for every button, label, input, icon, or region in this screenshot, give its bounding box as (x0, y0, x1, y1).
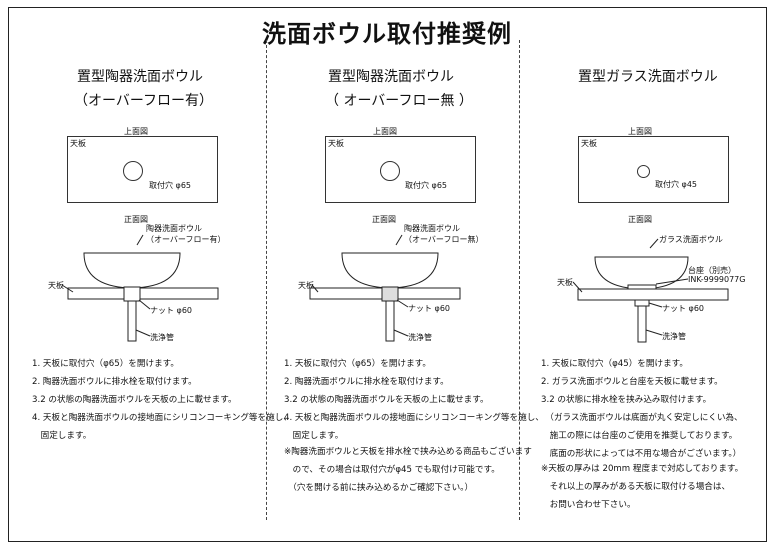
step-line: 3.2 の状態の陶器洗面ボウルを天板の上に載せます。 (32, 395, 237, 405)
col2-notes: ※陶器洗面ボウルと天板を排水栓で挟み込める商品もございます ので、その場合は取付… (284, 443, 532, 497)
col3-counter-leader (572, 281, 583, 293)
col3-counter-section (577, 288, 729, 301)
step-line: 2. 陶器洗面ボウルに排水栓を取付けます。 (32, 377, 197, 387)
col2-bowl-label-1: 陶器洗面ボウル (404, 224, 460, 233)
col2-heading: 置型陶器洗面ボウル (328, 69, 454, 85)
col3-base-stand (627, 284, 657, 290)
col1-drain-label: 洗浄管 (150, 333, 174, 342)
step-line: 底面の形状によっては不用な場合がございます。） (541, 449, 742, 459)
col3-steps: 1. 天板に取付穴（φ45）を開けます。 2. ガラス洗面ボウルと台座を天板に載… (541, 355, 743, 463)
col2-front-view-label: 正面図 (372, 215, 396, 224)
col3-hole-label: 取付穴 φ45 (655, 180, 697, 189)
col3-front-view-label: 正面図 (628, 215, 652, 224)
col2-drain-pipe (385, 300, 395, 342)
col3-glass-bowl (594, 256, 689, 290)
col3-bowl-label: ガラス洗面ボウル (659, 235, 723, 244)
outer-frame (8, 7, 767, 542)
col2-bowl-leader (395, 234, 403, 246)
col3-drain-label: 洗浄管 (662, 332, 686, 341)
col2-nut-leader (396, 299, 409, 308)
step-line: （ガラス洗面ボウルは底面が丸く安定しにくい為、 (541, 413, 743, 423)
col1-mounting-hole (123, 161, 143, 181)
step-line: 施工の際には台座のご使用を推奨しております。 (541, 431, 738, 441)
col3-counter-top-view (578, 136, 729, 203)
col3-mounting-hole (637, 165, 650, 178)
step-line: 1. 天板に取付穴（φ65）を開けます。 (284, 359, 431, 369)
col1-drain-pipe (127, 300, 137, 342)
col2-bowl-label-2: （オーバーフロー無） (404, 235, 484, 244)
col1-subheading: （オーバーフロー有） (74, 93, 214, 109)
col1-front-view (61, 234, 219, 342)
col3-heading: 置型ガラス洗面ボウル (578, 69, 718, 85)
step-line: 4. 天板と陶器洗面ボウルの接地面にシリコンコーキング等を施し、 (32, 413, 292, 423)
col3-base-label-2: INK-9999077G (688, 275, 746, 284)
step-line: 1. 天板に取付穴（φ65）を開けます。 (32, 359, 179, 369)
col1-bowl-leader (136, 234, 144, 246)
col2-hole-label: 取付穴 φ65 (405, 181, 447, 190)
col1-heading: 置型陶器洗面ボウル (77, 69, 203, 85)
column-divider-1 (266, 40, 267, 520)
col3-notes: ※天板の厚みは 20mm 程度まで対応しております。 それ以上の厚みがある天板に… (541, 460, 743, 514)
col1-nut-leader (138, 299, 151, 310)
col2-drain-leader (393, 329, 409, 337)
col3-base-label-1: 台座（別売） (688, 266, 736, 275)
col2-bowl (341, 252, 439, 289)
col1-top-view-label: 上面図 (124, 127, 148, 136)
col2-front-view (309, 234, 461, 342)
col2-top-view-label: 上面図 (373, 127, 397, 136)
col3-drain-leader (645, 329, 663, 336)
col3-counter-label: 天板 (581, 139, 597, 148)
col1-counter-leader (61, 284, 74, 293)
step-line: 固定します。 (32, 431, 92, 441)
col3-base-leader (655, 278, 689, 285)
col1-steps: 1. 天板に取付穴（φ65）を開けます。 2. 陶器洗面ボウルに排水栓を取付けま… (32, 355, 292, 445)
col1-counter-section (67, 287, 219, 300)
note-line: ので、その場合は取付穴がφ45 でも取付け可能です。 (284, 465, 500, 475)
col2-counter-leader (311, 284, 319, 293)
col3-nut (634, 299, 650, 307)
col2-counter-top-view (325, 136, 476, 203)
step-line: 2. 陶器洗面ボウルに排水栓を取付けます。 (284, 377, 449, 387)
col2-counter-label: 天板 (328, 139, 344, 148)
col1-bowl-label-1: 陶器洗面ボウル (146, 224, 202, 233)
col2-drain-plug (381, 286, 399, 302)
col1-hole-label: 取付穴 φ65 (149, 181, 191, 190)
step-line: 3.2 の状態に排水栓を挟み込み取付けます。 (541, 395, 712, 405)
col1-nut-label: ナット φ60 (150, 306, 192, 315)
col2-subheading: （ オーバーフロー無 ） (325, 93, 473, 109)
page-title: 洗面ボウル取付推奨例 (262, 20, 512, 48)
col3-nut-leader (648, 302, 663, 308)
col3-top-view-label: 上面図 (628, 127, 652, 136)
col1-side-counter-label: 天板 (48, 281, 64, 290)
col3-bowl-leader (649, 238, 659, 249)
col1-counter-label: 天板 (70, 139, 86, 148)
col1-bowl-label-2: （オーバーフロー有） (146, 235, 226, 244)
note-line: それ以上の厚みがある天板に取付ける場合は、 (541, 482, 731, 492)
note-line: （穴を開ける前に挟み込めるかご確認下さい。） (284, 483, 474, 493)
col1-drain-leader (135, 329, 151, 337)
col2-nut-label: ナット φ60 (408, 304, 450, 313)
col3-drain-pipe (637, 305, 647, 343)
col1-drain-plug (123, 286, 141, 302)
step-line: 2. ガラス洗面ボウルと台座を天板に載せます。 (541, 377, 723, 387)
col2-steps: 1. 天板に取付穴（φ65）を開けます。 2. 陶器洗面ボウルに排水栓を取付けま… (284, 355, 544, 445)
column-divider-2 (519, 40, 520, 520)
col1-bowl (83, 252, 181, 289)
note-line: お問い合わせ下さい。 (541, 500, 636, 510)
col2-side-counter-label: 天板 (298, 281, 314, 290)
col3-nut-label: ナット φ60 (662, 304, 704, 313)
note-line: ※天板の厚みは 20mm 程度まで対応しております。 (541, 464, 744, 474)
col2-mounting-hole (380, 161, 400, 181)
step-line: 固定します。 (284, 431, 344, 441)
col3-side-counter-label: 天板 (557, 278, 573, 287)
step-line: 1. 天板に取付穴（φ45）を開けます。 (541, 359, 688, 369)
col2-drain-label: 洗浄管 (408, 333, 432, 342)
col3-front-view (572, 238, 729, 343)
col1-front-view-label: 正面図 (124, 215, 148, 224)
step-line: 4. 天板と陶器洗面ボウルの接地面にシリコンコーキング等を施し、 (284, 413, 544, 423)
note-line: ※陶器洗面ボウルと天板を排水栓で挟み込める商品もございます (284, 447, 532, 457)
step-line: 3.2 の状態の陶器洗面ボウルを天板の上に載せます。 (284, 395, 489, 405)
